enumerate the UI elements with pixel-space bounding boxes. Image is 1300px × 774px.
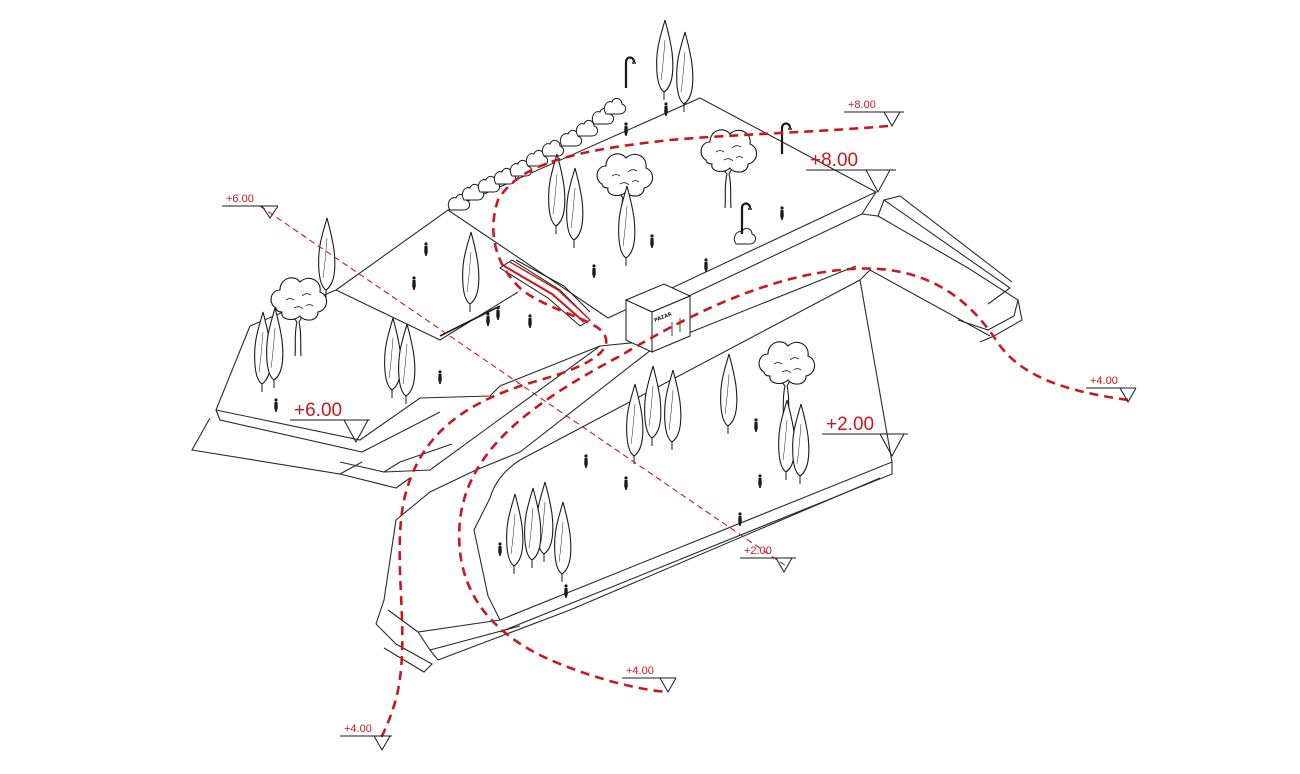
market-building: PAZAR [624,283,692,353]
middle-terrace [335,209,609,319]
elevation-marker: +4.00 [622,665,677,694]
escalator [439,259,591,337]
elevation-label: +4.00 [1090,375,1118,387]
ramp [375,341,658,625]
elevation-label: +6.00 [226,193,254,205]
elevation-marker: +6.00 [290,400,370,444]
path-bottom [457,267,1129,694]
elevation-marker: +4.00 [340,723,392,752]
elevation-marker: +2.00 [822,414,908,458]
elevation-label: +4.00 [626,665,654,677]
elevation-label: +2.00 [826,414,874,435]
elevation-marker: +4.00 [1086,375,1137,404]
vegetation [254,19,816,583]
elevation-marker: +2.00 [740,545,796,574]
section-line [259,205,787,567]
elevation-label: +8.00 [848,99,876,111]
shrub-row [447,97,627,211]
lower-terrace [489,279,893,621]
elevation-markers: +8.00 +8.00 +6.00 +6.00 +4.00 +2.00 [222,99,1137,752]
path-top [378,124,889,741]
elevation-label: +2.00 [744,545,772,557]
elevation-marker: +6.00 [222,193,279,219]
elevation-marker: +8.00 [806,150,896,194]
terraces [191,97,1023,673]
elevation-marker: +8.00 [844,99,904,128]
elevation-label: +6.00 [294,400,342,421]
elevation-label: +4.00 [344,723,372,735]
elevation-label: +8.00 [810,150,858,171]
circulation-paths [259,124,1129,741]
